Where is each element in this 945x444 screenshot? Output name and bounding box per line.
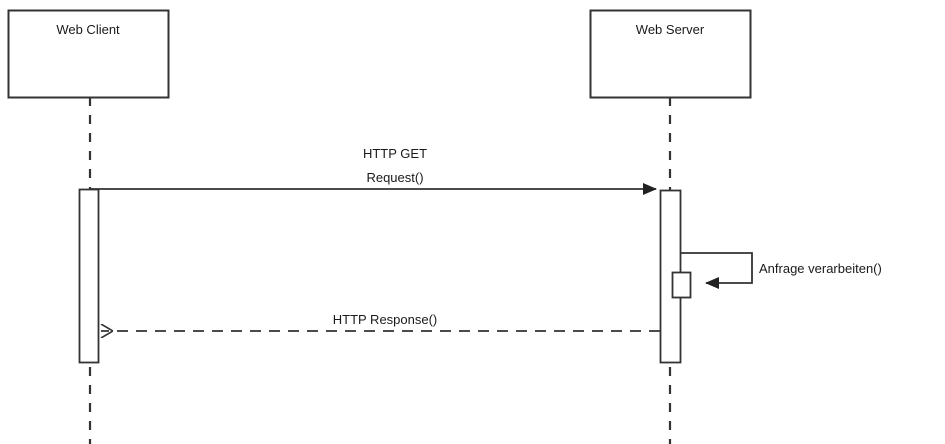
nested-activation-bar-web-server <box>671 271 692 299</box>
participant-box-web-client <box>7 9 170 99</box>
message-label-http-get-request-line1: HTTP GET <box>362 146 428 161</box>
participant-box-web-server <box>589 9 752 99</box>
self-call-path-anfrage-verarbeiten <box>680 252 753 289</box>
participant-label-web-server: Web Server <box>635 22 705 37</box>
message-label-anfrage-verarbeiten: Anfrage verarbeiten() <box>759 261 882 276</box>
participant-label-web-client: Web Client <box>56 22 120 37</box>
message-label-http-response: HTTP Response() <box>332 312 438 327</box>
message-label-http-get-request-line2: Request() <box>366 170 424 185</box>
activation-bar-web-client <box>78 188 100 364</box>
